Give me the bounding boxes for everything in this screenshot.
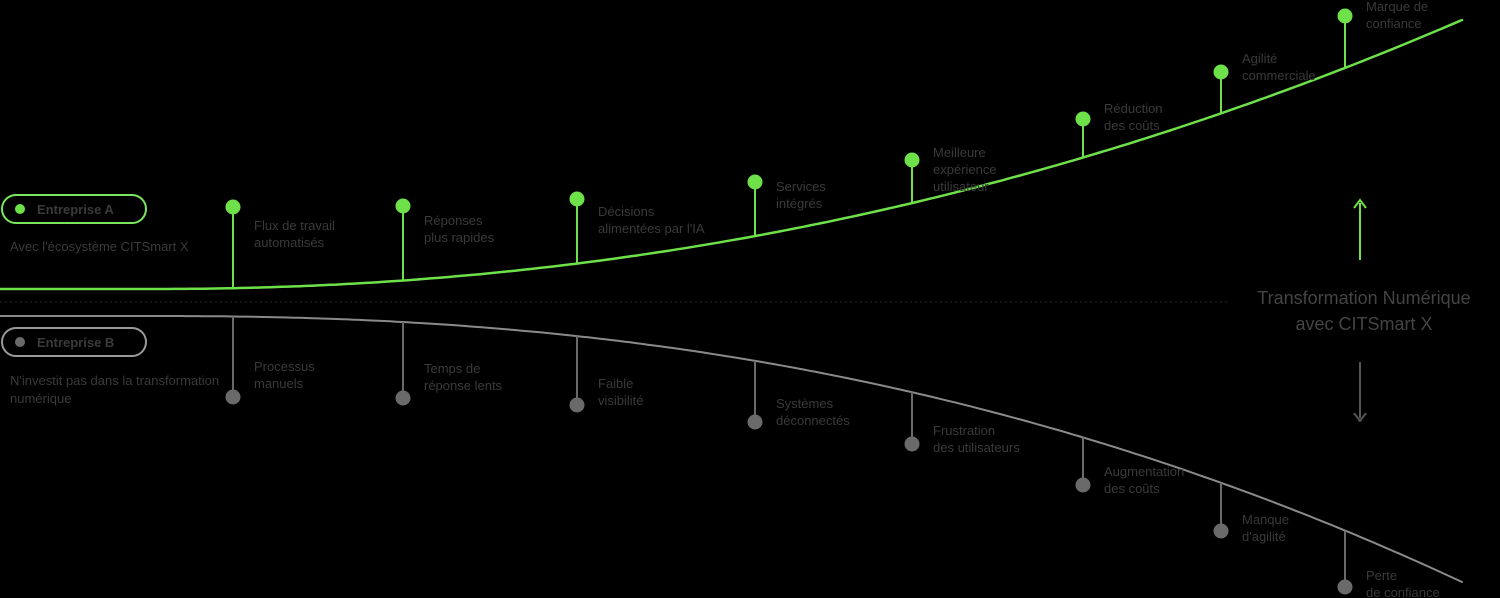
- milestone-b-dot: [569, 397, 585, 413]
- milestone-b-label: Temps de réponse lents: [424, 361, 503, 393]
- milestone-b-dot: [395, 390, 411, 406]
- milestone-a-label: Réponses plus rapides: [424, 213, 495, 245]
- company-a-badge: Entreprise A: [1, 194, 147, 224]
- milestone-a-dot: [1075, 111, 1091, 127]
- milestone-a-label: Réduction des coûts: [1104, 101, 1163, 133]
- milestone-a-dot: [1337, 8, 1353, 24]
- milestone-b-dot: [1213, 523, 1229, 539]
- milestone-b-label: Manque d'agilité: [1242, 512, 1289, 544]
- company-b-description: N'investit pas dans la transformation nu…: [10, 373, 220, 406]
- company-a-label: Entreprise A: [37, 201, 114, 217]
- milestone-b-label: Systèmes déconnectés: [776, 396, 850, 428]
- milestone-a-label: Meilleure expérience utilisateur: [933, 145, 997, 194]
- milestone-b-dot: [225, 389, 241, 405]
- company-a-description: Avec l'écosystème CITSmart X: [10, 239, 189, 254]
- up-arrow-icon: [1353, 198, 1367, 260]
- growth-curve-a: [0, 18, 1464, 291]
- milestone-b-label: Augmentation des coûts: [1104, 464, 1185, 496]
- milestone-a-label: Agilité commerciale: [1242, 51, 1316, 83]
- company-b-label: Entreprise B: [37, 334, 115, 350]
- milestone-b-label: Processus manuels: [254, 359, 315, 391]
- milestone-a-dot: [569, 191, 585, 207]
- company-b-dot-icon: [15, 337, 25, 347]
- milestone-b-label: Faible visibilité: [598, 376, 644, 408]
- milestone-a-dot: [225, 199, 241, 215]
- milestone-b-dot: [1337, 579, 1353, 595]
- company-b-badge: Entreprise B: [1, 327, 147, 357]
- transformation-label: Transformation Numérique avec CITSmart X: [1257, 288, 1471, 334]
- decline-curve-b: [0, 315, 1463, 583]
- milestone-a-label: Marque de confiance: [1366, 0, 1429, 31]
- milestone-a-dot: [747, 174, 763, 190]
- milestone-a-dot: [904, 152, 920, 168]
- down-arrow-icon: [1353, 362, 1367, 423]
- milestone-a-label: Flux de travail automatisés: [254, 218, 335, 250]
- milestone-b-dot: [1075, 477, 1091, 493]
- milestone-a-dot: [1213, 64, 1229, 80]
- milestone-a-label: Services intégrés: [776, 179, 826, 211]
- milestone-a-dot: [395, 198, 411, 214]
- milestone-stems-b: [225, 316, 1353, 595]
- milestone-b-dot: [747, 414, 763, 430]
- milestone-b-label: Perte de confiance: [1366, 568, 1440, 598]
- milestone-b-dot: [904, 436, 920, 452]
- milestone-stems-a: [225, 8, 1353, 289]
- milestone-a-label: Décisions alimentées par l'IA: [598, 204, 705, 236]
- milestone-b-label: Frustration des utilisateurs: [933, 423, 1020, 455]
- company-a-dot-icon: [15, 204, 25, 214]
